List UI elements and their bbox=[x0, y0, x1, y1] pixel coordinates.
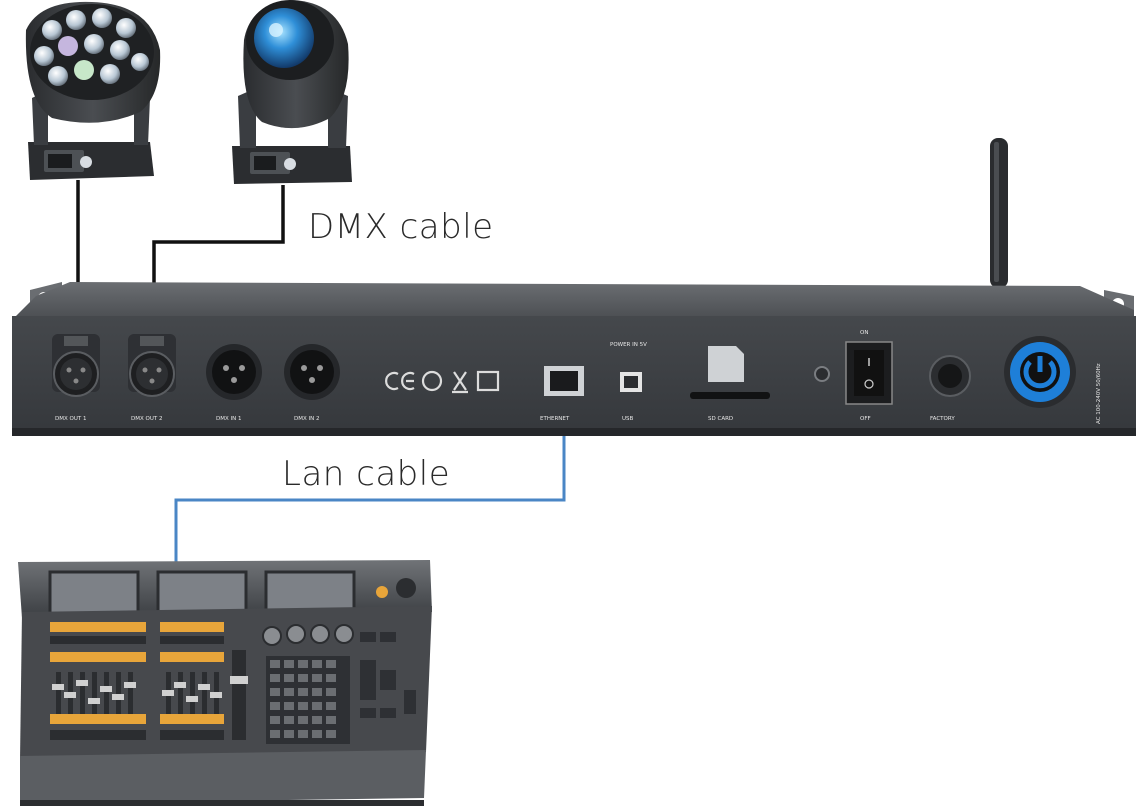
dmx-out-1-label: DMX OUT 1 bbox=[55, 416, 86, 422]
dmx-in-1-label: DMX IN 1 bbox=[216, 416, 241, 422]
usb-power-label: POWER IN 5V bbox=[610, 342, 647, 348]
console-screens bbox=[48, 570, 356, 616]
antenna bbox=[990, 138, 1008, 288]
led-lens-array bbox=[34, 8, 149, 86]
status-led bbox=[814, 366, 830, 382]
usb-label: USB bbox=[622, 416, 634, 422]
fader-bank-b bbox=[160, 622, 248, 740]
dmx-in-2-port[interactable]: DMX IN 2 bbox=[284, 344, 340, 422]
usb-port[interactable]: POWER IN 5V USB bbox=[610, 342, 647, 422]
fuse-label: FACTORY bbox=[930, 416, 955, 422]
encoder-knobs bbox=[262, 624, 354, 646]
function-keys bbox=[360, 632, 416, 718]
dmx-cable-label: DMX cable bbox=[308, 207, 494, 247]
keypad-keys bbox=[270, 660, 336, 738]
sd-card-label: SD CARD bbox=[708, 416, 733, 422]
power-connector[interactable] bbox=[1004, 336, 1076, 408]
power-switch[interactable]: ON OFF bbox=[845, 330, 893, 422]
dmx-out-2-label: DMX OUT 2 bbox=[131, 416, 162, 422]
sd-card-slot[interactable]: SD CARD bbox=[690, 346, 770, 422]
power-rating-label: AC 100-240V 50/60Hz bbox=[1096, 363, 1102, 424]
dmx-lan-node: DMX OUT 1 DMX OUT 2 DMX IN 1 DMX IN 2 bbox=[12, 282, 1136, 436]
lan-cable-label: Lan cable bbox=[282, 454, 451, 494]
keypad-grid bbox=[266, 656, 350, 744]
moving-head-spot bbox=[232, 0, 352, 184]
ethernet-port[interactable]: ETHERNET bbox=[540, 366, 584, 422]
switch-off-label: OFF bbox=[860, 416, 871, 422]
fader-bank-a bbox=[50, 622, 146, 740]
dmx-in-1-port[interactable]: DMX IN 1 bbox=[206, 344, 262, 422]
ethernet-label: ETHERNET bbox=[540, 416, 570, 422]
dmx-out-1-port[interactable]: DMX OUT 1 bbox=[52, 334, 100, 422]
moving-head-wash bbox=[25, 1, 161, 180]
dmx-in-2-label: DMX IN 2 bbox=[294, 416, 319, 422]
certification-marks bbox=[385, 370, 500, 394]
lighting-console bbox=[18, 560, 432, 806]
dmx-out-2-port[interactable]: DMX OUT 2 bbox=[128, 334, 176, 422]
lan-cable bbox=[174, 392, 566, 565]
fuse-holder[interactable]: FACTORY bbox=[929, 355, 971, 422]
switch-on-label: ON bbox=[860, 330, 868, 336]
